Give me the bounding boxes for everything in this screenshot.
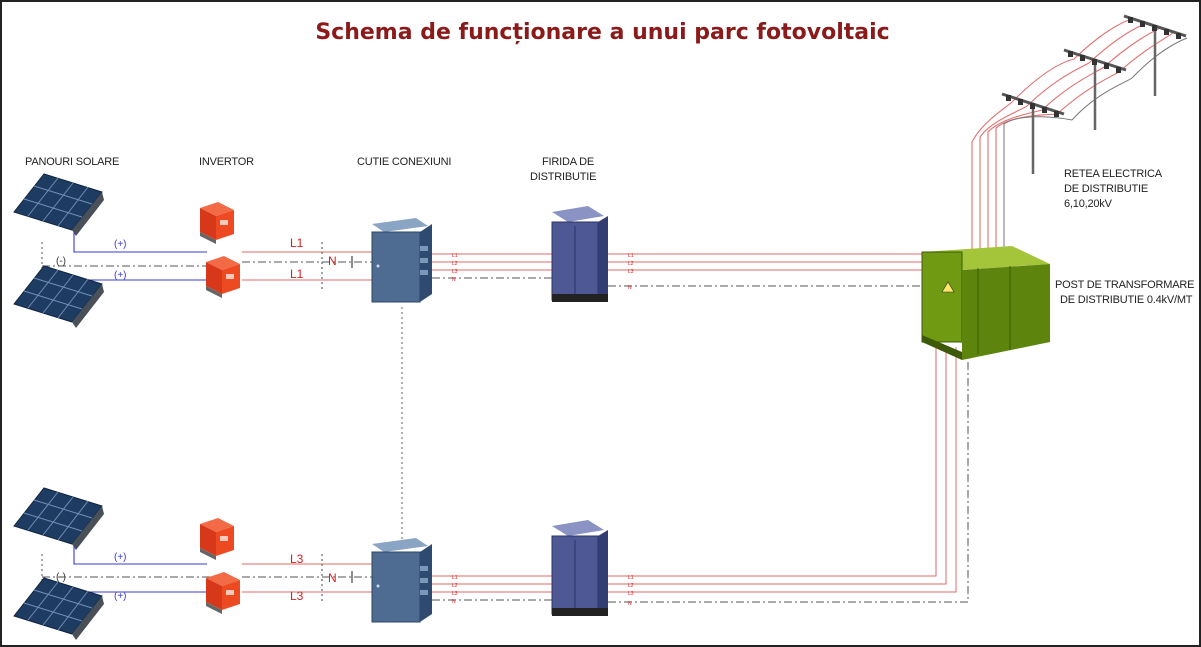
label-plus-4: (+) <box>114 591 127 602</box>
inverter-2 <box>206 256 240 298</box>
diagram-title: Schema de funcționare a unui parc fotovo… <box>315 20 890 45</box>
label-plus-3: (+) <box>114 552 127 563</box>
bottom-ac-wiring <box>242 554 374 604</box>
solar-panel-4 <box>13 577 105 641</box>
label-plus-1: (+) <box>114 239 127 250</box>
distribution-cabinet-top <box>551 205 609 303</box>
label-distribution-cabinet-1: FIRIDA DE <box>542 156 594 168</box>
label-line-bottom-1: L3 <box>290 552 304 566</box>
label-minus-1: (-) <box>56 256 66 267</box>
pylon-3 <box>1122 14 1188 98</box>
junction-box-bottom <box>371 537 433 623</box>
label-neutral-top: N <box>328 254 337 268</box>
label-junction-box: CUTIE CONEXIUNI <box>357 156 452 168</box>
distribution-cabinet-bottom <box>551 519 609 617</box>
busbar-l3-b: L3 <box>628 269 634 275</box>
solar-panel-3 <box>13 487 105 551</box>
label-neutral-bottom: N <box>328 571 337 585</box>
label-plus-2: (+) <box>114 270 127 281</box>
busbar-l2-c: L2 <box>452 583 458 589</box>
busbar-l3-a: L3 <box>452 269 458 275</box>
busbar-l1-a: L1 <box>452 253 458 259</box>
label-line-top-1: L1 <box>290 236 304 250</box>
busbar-l2-d: L2 <box>628 583 634 589</box>
label-grid-1: RETEA ELECTRICA <box>1064 168 1162 180</box>
busbar-l3-c: L3 <box>452 591 458 597</box>
inverter-4 <box>206 572 240 614</box>
busbar-l1-c: L1 <box>452 575 458 581</box>
label-line-bottom-2: L3 <box>290 589 304 603</box>
solar-panel-2 <box>13 265 105 329</box>
inverter-3 <box>200 518 234 560</box>
top-busbar <box>432 253 924 287</box>
busbar-n-b: N <box>628 285 632 291</box>
busbar-n-c: N <box>452 599 456 605</box>
busbar-l1-d: L1 <box>628 575 634 581</box>
label-grid-2: DE DISTRIBUTIE <box>1064 183 1148 195</box>
label-panels: PANOURI SOLARE <box>25 156 120 168</box>
label-minus-2: (-) <box>56 572 66 583</box>
label-transformer-1: POST DE TRANSFORMARE <box>1055 279 1195 291</box>
label-grid-3: 6,10,20kV <box>1064 198 1112 210</box>
busbar-l2-a: L2 <box>452 261 458 267</box>
busbar-l1-b: L1 <box>628 253 634 259</box>
busbar-n-a: N <box>452 277 456 283</box>
label-inverter: INVERTOR <box>199 156 254 168</box>
top-ac-wiring <box>242 242 374 292</box>
busbar-n-d: N <box>628 601 632 607</box>
junction-box-top <box>371 217 433 303</box>
busbar-l3-d: L3 <box>628 591 634 597</box>
bottom-busbar <box>432 347 969 603</box>
transformer-station <box>921 246 1050 360</box>
label-line-top-2: L1 <box>290 267 304 281</box>
inverter-1 <box>200 202 234 244</box>
solar-panel-1 <box>13 173 105 237</box>
label-transformer-2: DE DISTRIBUTIE 0.4kV/MT <box>1060 294 1193 306</box>
pylon-1 <box>1000 92 1066 176</box>
label-distribution-cabinet-2: DISTRIBUTIE <box>530 171 597 183</box>
busbar-l2-b: L2 <box>628 261 634 267</box>
